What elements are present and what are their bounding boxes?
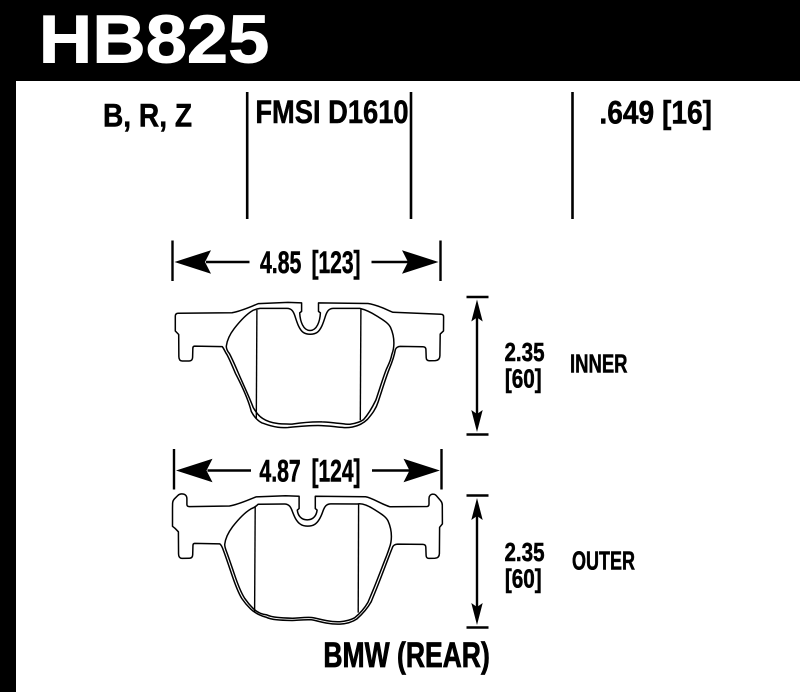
svg-text:[60]: [60] (505, 363, 542, 393)
svg-text:.649 [16]: .649 [16] (599, 93, 712, 130)
svg-text:B, R, Z: B, R, Z (103, 96, 192, 133)
svg-text:BMW (REAR): BMW (REAR) (323, 636, 489, 675)
svg-text:HB825: HB825 (39, 3, 269, 78)
svg-text:OUTER: OUTER (572, 546, 635, 576)
svg-text:2.35: 2.35 (505, 537, 545, 567)
svg-text:INNER: INNER (570, 349, 628, 379)
svg-text:FMSI D1610: FMSI D1610 (255, 93, 408, 130)
svg-text:4.85: 4.85 (260, 245, 301, 280)
svg-text:[60]: [60] (505, 563, 542, 593)
svg-text:2.35: 2.35 (505, 337, 545, 367)
svg-text:[124]: [124] (312, 453, 361, 488)
svg-text:[123]: [123] (312, 245, 361, 280)
svg-text:4.87: 4.87 (259, 453, 300, 488)
